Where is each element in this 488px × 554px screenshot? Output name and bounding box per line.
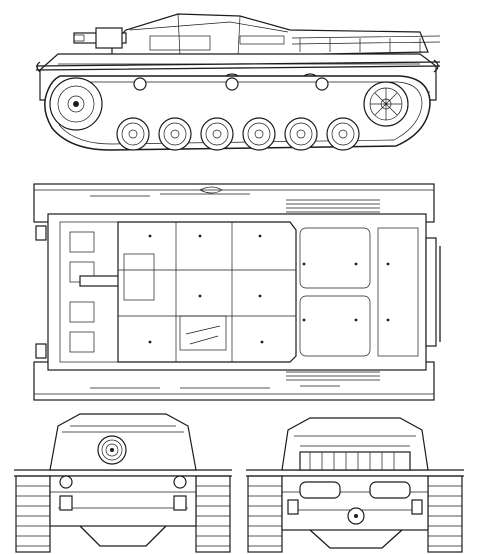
top-view [33,183,441,401]
exhaust-muffler [299,481,341,499]
right-track-rear [427,475,463,553]
fighting-compartment [117,221,297,363]
road-wheel [326,117,360,151]
road-wheels [116,117,360,151]
road-wheel [200,117,234,151]
road-wheel [284,117,318,151]
idler-wheel [363,81,409,127]
drive-sprocket [49,77,103,131]
side-view [35,13,441,151]
front-view [14,413,232,553]
gun-mantlet [95,27,123,49]
right-track-front [195,475,231,553]
left-track-rear [247,475,283,553]
road-wheel [158,117,192,151]
left-track-front [15,475,51,553]
rear-view [246,417,464,553]
engine-hatch [299,295,371,357]
engine-grille [299,451,411,471]
road-wheel [242,117,276,151]
exhaust-muffler [369,481,411,499]
road-wheel [116,117,150,151]
engine-hatch [299,227,371,289]
